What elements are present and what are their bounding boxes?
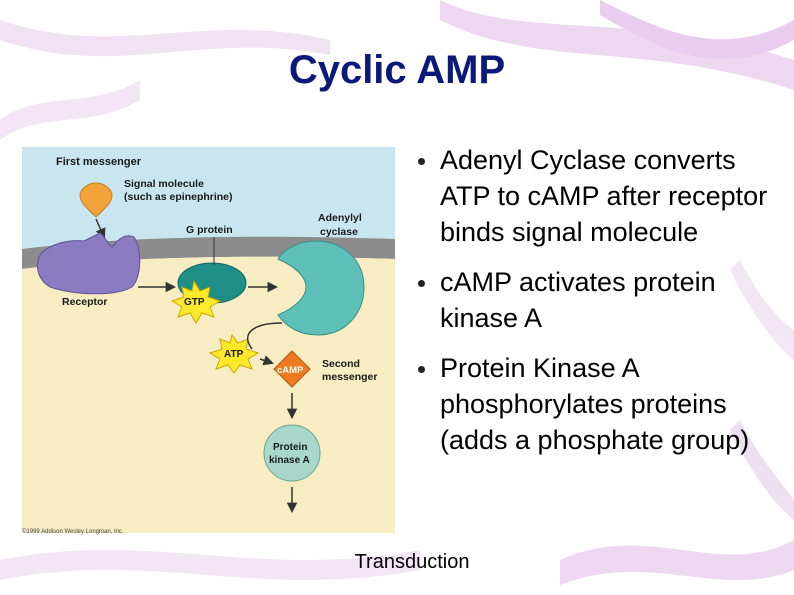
atp-label: ATP: [224, 349, 244, 360]
adenylyl-cyclase-sublabel: cyclase: [320, 226, 358, 238]
adenylyl-cyclase-label: Adenylyl: [318, 212, 362, 224]
gtp-starburst: [170, 279, 222, 324]
atp-conversion-arrow: [246, 322, 283, 350]
camp-label: cAMP: [277, 365, 304, 376]
camp-pathway-diagram: First messenger Signal molecule (such as…: [14, 137, 403, 541]
second-messenger-label: Second: [322, 358, 360, 370]
bullet-text: cAMP activates protein kinase A: [440, 267, 716, 333]
protein-kinase-label: Protein: [273, 442, 307, 453]
bullet-text: Adenyl Cyclase converts ATP to cAMP afte…: [440, 145, 768, 247]
signal-molecule-label: Signal molecule: [124, 178, 204, 190]
adenylyl-cyclase-shape: [277, 240, 365, 336]
signal-molecule-shape: [79, 182, 113, 218]
bullet-text: Protein Kinase A phosphorylates proteins…: [440, 353, 750, 455]
signal-arrow: [95, 218, 106, 239]
copyright-text: ©1999 Addison Wesley Longman, Inc.: [22, 528, 124, 535]
bullet-dot-icon: [418, 280, 425, 287]
slide-title: Cyclic AMP: [288, 48, 506, 92]
atp-to-camp-arrow: [259, 355, 274, 366]
slide-footer: Transduction: [354, 551, 470, 573]
camp-diamond: [273, 350, 311, 388]
first-messenger-label: First messenger: [56, 156, 142, 168]
bullet-item: Adenyl Cyclase converts ATP to cAMP afte…: [410, 142, 790, 250]
receptor-shape: [37, 232, 141, 295]
bullet-list: Adenyl Cyclase converts ATP to cAMP afte…: [410, 142, 790, 458]
signal-molecule-sublabel: (such as epinephrine): [124, 191, 233, 203]
second-messenger-sublabel: messenger: [322, 371, 377, 383]
bullet-dot-icon: [418, 158, 425, 165]
protein-kinase-a-shape: [263, 424, 321, 482]
bullet-item: Protein Kinase A phosphorylates proteins…: [410, 350, 790, 458]
bullet-item: cAMP activates protein kinase A: [410, 264, 790, 336]
g-protein-label: G protein: [186, 224, 233, 236]
bullet-dot-icon: [418, 366, 425, 373]
protein-kinase-sublabel: kinase A: [269, 455, 310, 466]
gtp-label: GTP: [184, 297, 205, 308]
receptor-label: Receptor: [62, 296, 108, 308]
atp-starburst: [208, 333, 260, 374]
